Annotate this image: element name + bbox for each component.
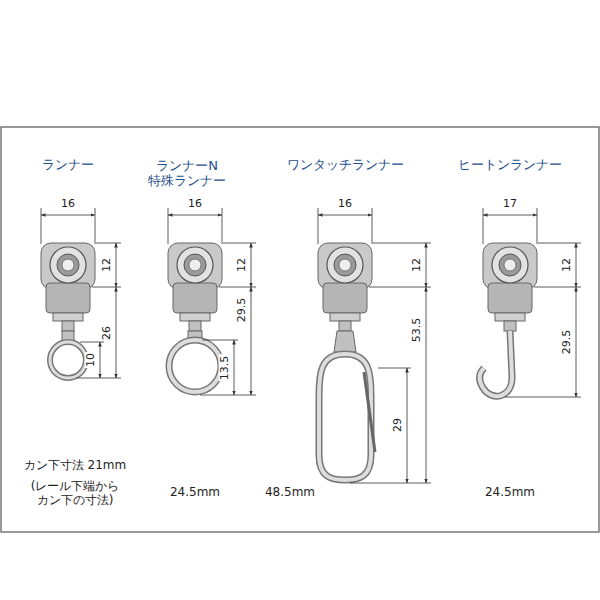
note-text: 24.5mm	[170, 486, 220, 500]
dimension-value: 53.5	[411, 317, 424, 344]
dimension-value: 10	[85, 352, 98, 368]
dimension-value: 16	[187, 198, 203, 211]
dimension-value: 13.5	[219, 355, 232, 382]
runner-title: ワンタッチランナー	[287, 158, 404, 173]
dimension-value: 26	[101, 325, 114, 341]
dimension-value: 29	[392, 417, 405, 433]
dimension-value: 29.5	[561, 329, 574, 356]
dimension-value: 12	[101, 257, 114, 273]
note-text: (レール下端から カン下の寸法)	[16, 480, 134, 508]
note-text: 24.5mm	[485, 486, 535, 500]
runner-title: ヒートンランナー	[458, 158, 562, 173]
dimension-value: 12	[561, 257, 574, 273]
runner-title: ランナー	[42, 158, 94, 173]
dimension-value: 12	[411, 257, 424, 273]
runner-title: ランナーN 特殊ランナー	[145, 159, 229, 189]
dimension-value: 16	[60, 198, 76, 211]
dimension-value: 29.5	[236, 297, 249, 324]
note-text: 48.5mm	[265, 486, 315, 500]
dimension-value: 17	[502, 198, 518, 211]
dimension-value: 12	[236, 257, 249, 273]
dimension-value: 16	[337, 198, 353, 211]
note-text: カン下寸法 21mm	[24, 459, 126, 473]
